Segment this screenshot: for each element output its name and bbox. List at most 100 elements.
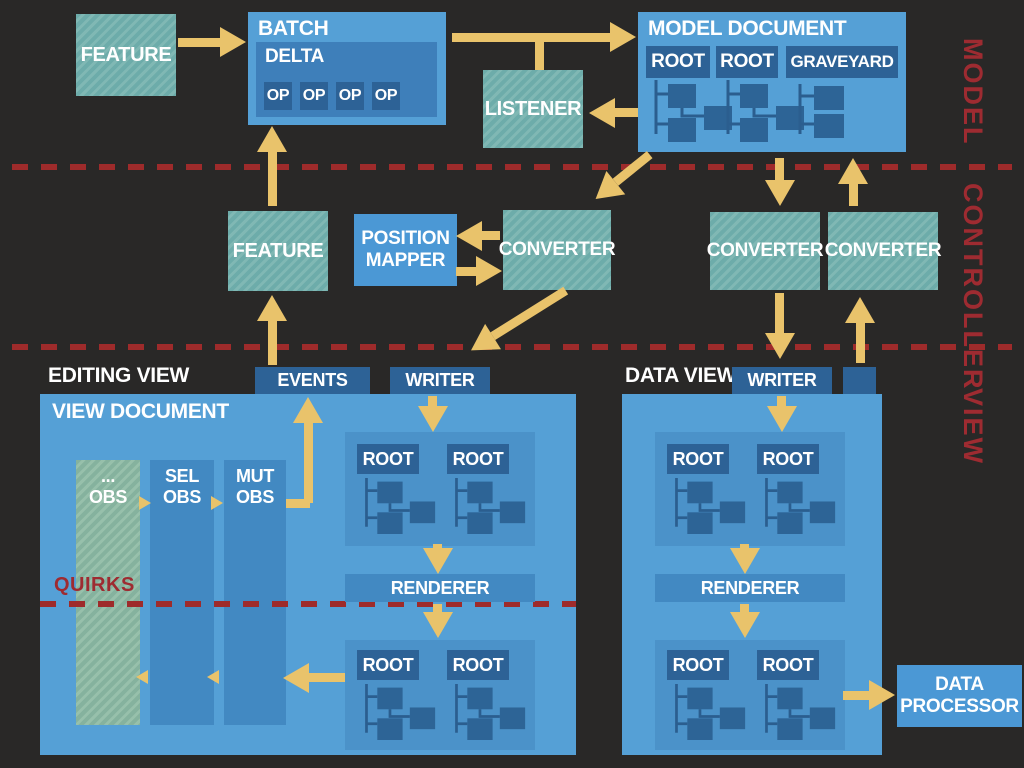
node-tree-icon <box>455 684 526 740</box>
observer-column-generic: ... OBS <box>76 460 140 725</box>
root-tab: ROOT <box>757 444 819 474</box>
data-roots-panel-top: ROOT ROOT <box>655 432 845 546</box>
arrow-converter2-to-data-writer <box>765 293 795 359</box>
converter-box-1: CONVERTER <box>499 210 616 290</box>
root-tab: ROOT <box>357 444 419 474</box>
root-tab: ROOT <box>447 444 509 474</box>
observer-link-icon <box>211 496 223 510</box>
quirks-divider-editing <box>40 601 576 607</box>
writer-tab-editing: WRITER <box>390 367 490 394</box>
listener-label: LISTENER <box>484 97 582 120</box>
arrow-events-to-feature-up <box>257 295 287 365</box>
arrow-roots-to-observers <box>283 663 345 693</box>
controller-view-divider <box>12 344 1012 350</box>
node-tree-icon <box>365 478 436 534</box>
root-tab: ROOT <box>667 650 729 680</box>
renderer-bar-editing: RENDERER <box>345 574 535 602</box>
observer-link-icon <box>139 496 151 510</box>
node-tree-icon <box>675 684 746 740</box>
converter-label: CONVERTER <box>706 240 824 261</box>
op-box: OP <box>336 82 364 110</box>
arrow-feature-to-batch-up <box>257 126 287 206</box>
listener-box: LISTENER <box>483 70 583 148</box>
node-tree-icon <box>798 84 844 138</box>
model-document-box: MODEL DOCUMENT ROOT ROOT GRAVEYARD <box>638 12 906 152</box>
data-processor-line1: DATA <box>935 674 984 696</box>
arrow-roots-to-renderer <box>423 544 453 574</box>
observer-line1: SEL <box>164 466 200 486</box>
observer-column-selection: SEL OBS <box>150 460 214 725</box>
graveyard-tab: GRAVEYARD <box>786 46 898 78</box>
op-box: OP <box>264 82 292 110</box>
root-tab: ROOT <box>667 444 729 474</box>
observer-column-mutation: MUT OBS <box>224 460 286 725</box>
model-root-tab: ROOT <box>716 46 778 78</box>
arrow-branch-to-listener <box>535 40 544 72</box>
model-controller-divider <box>12 164 1012 170</box>
data-view-title: DATA VIEW <box>625 364 737 387</box>
arrow-position-mapper-to-converter <box>456 256 502 286</box>
arrow-model-document-to-listener <box>589 98 645 128</box>
arrow-observers-to-events <box>293 397 323 503</box>
observer-link-icon <box>136 670 148 684</box>
op-box: OP <box>372 82 400 110</box>
observer-line1: ... <box>100 466 116 486</box>
node-tree-icon <box>365 684 436 740</box>
node-tree-icon <box>455 478 526 534</box>
delta-box: DELTA OP OP OP OP <box>256 42 437 117</box>
arrow-data-writer-to-roots <box>767 396 797 432</box>
converter-label: CONVERTER <box>824 240 942 261</box>
data-processor-box: DATA PROCESSOR <box>897 665 1022 727</box>
position-mapper-line2: MAPPER <box>365 250 446 271</box>
model-document-label: MODEL DOCUMENT <box>648 17 847 40</box>
observer-line2: OBS <box>235 486 275 507</box>
observer-link-icon <box>207 670 219 684</box>
arrow-data-view-to-converter3 <box>845 297 875 363</box>
op-box: OP <box>300 82 328 110</box>
node-tree-icon <box>654 80 732 142</box>
arrow-converter-to-position-mapper <box>456 221 500 251</box>
unlabeled-tab-data <box>843 367 876 394</box>
feature-label: FEATURE <box>232 239 324 262</box>
feature-label: FEATURE <box>80 43 172 66</box>
data-processor-line2: PROCESSOR <box>900 696 1019 717</box>
arrow-data-renderer-to-roots <box>730 604 760 638</box>
root-tab: ROOT <box>447 650 509 680</box>
position-mapper-line1: POSITION <box>361 228 450 250</box>
feature-box-controller: FEATURE <box>228 211 328 291</box>
node-tree-icon <box>765 478 836 534</box>
arrow-data-roots-to-renderer <box>730 544 760 574</box>
node-tree-icon <box>765 684 836 740</box>
model-root-tab: ROOT <box>646 46 710 78</box>
renderer-bar-data: RENDERER <box>655 574 845 602</box>
arrow-converter3-to-model-document <box>838 158 868 206</box>
root-tab: ROOT <box>357 650 419 680</box>
quirks-label: QUIRKS <box>54 574 135 596</box>
converter-box-2: CONVERTER <box>707 212 824 290</box>
view-layer-label: VIEW <box>958 388 988 466</box>
editing-roots-panel-bottom: ROOT ROOT <box>345 640 535 750</box>
events-tab: EVENTS <box>255 367 370 394</box>
data-roots-panel-bottom: ROOT ROOT <box>655 640 845 750</box>
feature-box-model: FEATURE <box>76 14 176 96</box>
observer-line1: MUT <box>235 466 275 486</box>
converter-label: CONVERTER <box>498 239 616 260</box>
position-mapper-box: POSITION MAPPER <box>354 214 457 286</box>
arrow-renderer-to-roots <box>423 604 453 638</box>
root-tab: ROOT <box>757 650 819 680</box>
arrow-observers-to-events-shaft <box>286 499 310 508</box>
arrow-converter-to-writer <box>463 278 574 364</box>
batch-box: BATCH DELTA OP OP OP OP <box>248 12 446 125</box>
observer-line2: OBS <box>88 486 128 507</box>
controller-layer-label: CONTROLLER <box>958 183 988 391</box>
arrow-data-view-to-data-processor <box>843 680 895 710</box>
converter-box-3: CONVERTER <box>825 212 942 290</box>
editing-roots-panel-top: ROOT ROOT <box>345 432 535 546</box>
writer-tab-data: WRITER <box>732 367 832 394</box>
editing-view-title: EDITING VIEW <box>48 364 190 387</box>
delta-label: DELTA <box>265 46 325 67</box>
batch-label: BATCH <box>258 17 329 40</box>
view-document-label: VIEW DOCUMENT <box>52 400 229 423</box>
arrow-batch-to-model-document <box>452 22 636 52</box>
